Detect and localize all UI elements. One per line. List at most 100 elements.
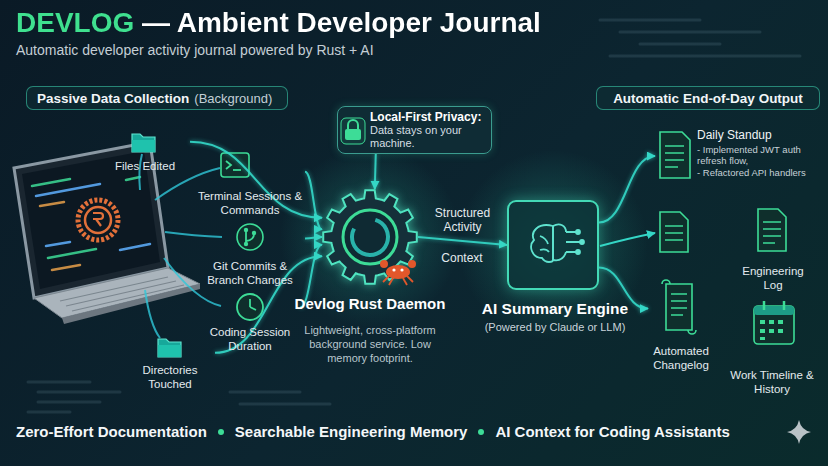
log-document-icon <box>763 235 781 237</box>
calendar-icon <box>769 320 774 324</box>
faint-code <box>610 55 800 58</box>
collection-lines <box>139 154 222 338</box>
node-title: Engineering Log <box>738 265 808 293</box>
terminal-icon <box>226 161 231 169</box>
laptop-illustration <box>48 249 96 258</box>
page-title: DEVLOG — Ambient Developer Journal <box>16 7 541 39</box>
rust-crab-mascot <box>380 260 416 285</box>
brain-icon <box>531 224 584 262</box>
terminal-icon <box>221 153 249 177</box>
node-title: Git Commits & Branch Changes <box>195 260 305 288</box>
background-glow <box>280 147 460 327</box>
calendar-icon <box>760 329 765 333</box>
changelog-scroll-icon <box>671 307 687 309</box>
folder-icon <box>132 134 155 152</box>
connector-label: Structured Activity <box>428 207 498 235</box>
source-item: Files Edited <box>100 128 190 174</box>
gear-ring <box>343 210 397 264</box>
log-document-icon <box>758 209 786 251</box>
output-item: Engineering Log <box>738 207 808 293</box>
node-title: Automatic End-of-Day Output <box>613 91 803 106</box>
node-title: Directories Touched <box>125 364 215 392</box>
lock-icon <box>345 129 361 140</box>
brain-icon <box>576 230 580 234</box>
collection-lines <box>165 232 222 237</box>
calendar-icon <box>754 306 794 344</box>
brain-icon <box>553 232 580 260</box>
laptop-illustration <box>78 200 118 240</box>
standup-document-icon <box>665 166 678 168</box>
document-icon <box>660 212 688 252</box>
benefit-text: Searchable Engineering Memory <box>207 423 468 440</box>
calendar-icon <box>778 320 783 324</box>
standup-document-icon <box>665 145 684 147</box>
laptop-illustration <box>85 207 111 233</box>
faint-code <box>38 401 100 404</box>
laptop-illustration <box>46 242 70 246</box>
laptop-illustration <box>62 284 200 324</box>
calendar-icon <box>763 301 766 310</box>
terminal-icon <box>233 169 241 171</box>
changelog-scroll-icon <box>666 284 692 330</box>
gear-arc <box>350 218 390 257</box>
rust-crab-mascot <box>403 278 407 285</box>
rust-crab-mascot <box>389 278 393 285</box>
sparkle-mark <box>787 420 811 444</box>
document-icon <box>665 225 683 227</box>
node-title: Passive Data Collection <box>37 91 189 106</box>
output-arrow <box>600 233 655 246</box>
flow-connector <box>305 237 322 239</box>
brain-icon <box>553 224 566 232</box>
clock-icon <box>237 294 263 320</box>
gear-outline <box>323 190 417 284</box>
laptop-illustration <box>66 281 176 306</box>
collection-lines <box>145 290 160 338</box>
calendar-icon <box>760 337 765 340</box>
log-document-icon <box>763 222 781 243</box>
laptop-illustration <box>60 277 168 301</box>
node-title: Files Edited <box>115 160 175 174</box>
calendar-icon <box>783 301 786 310</box>
lock-icon <box>348 120 358 129</box>
folder-icon <box>158 339 181 357</box>
faint-code <box>600 19 700 22</box>
node-title: Automated Changelog <box>648 345 714 373</box>
clock-icon <box>249 299 251 307</box>
log-document-icon <box>763 221 781 223</box>
lock-icon <box>341 118 365 144</box>
faint-code <box>28 381 90 384</box>
changelog-scroll-icon <box>671 314 683 316</box>
laptop-illustration <box>52 265 80 270</box>
node-title: Local-First Privacy: <box>370 110 485 124</box>
laptop-illustration <box>120 244 150 250</box>
benefit-text: AI Context for Coding Assistants <box>467 423 729 440</box>
source-item: Git Commits & Branch Changes <box>195 222 305 288</box>
rust-crab-mascot <box>380 260 388 268</box>
folder-icon <box>158 345 181 357</box>
clock-icon <box>250 307 256 310</box>
benefit-row: Zero-Effort DocumentationSearchable Engi… <box>16 423 816 440</box>
git-icon <box>244 228 248 232</box>
brain-icon <box>552 226 554 260</box>
rust-crab-mascot <box>383 276 389 282</box>
node-title: Work Timeline & History <box>724 369 820 397</box>
flow-connector <box>305 172 322 230</box>
standup-document-icon <box>665 159 684 161</box>
folder-icon <box>132 140 155 152</box>
faint-code <box>620 31 760 34</box>
node-text: - Implemented JWT auth refresh flow, <box>697 144 807 167</box>
rust-crab-mascot <box>400 268 403 271</box>
changelog-scroll-icon <box>671 293 687 295</box>
git-icon <box>244 242 248 246</box>
output-document: Daily Standup- Implemented JWT auth refr… <box>655 128 807 198</box>
folder-icon <box>158 339 181 357</box>
node-text: Lightweight, cross-platform background s… <box>290 324 450 365</box>
faint-code <box>28 411 70 414</box>
laptop-illustration <box>126 177 140 180</box>
laptop-illustration <box>40 202 64 206</box>
rust-crab-mascot <box>408 260 416 268</box>
source-item: Terminal Sessions & Commands <box>195 152 305 218</box>
changelog-scroll-icon <box>662 280 696 334</box>
